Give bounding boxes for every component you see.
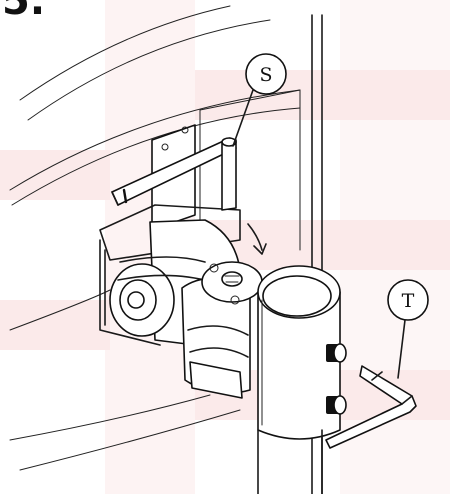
- hinge-body: [109, 219, 263, 399]
- callout-t-label: T: [402, 290, 415, 312]
- hinge-lever: [111, 137, 237, 211]
- adjustment-screws: [326, 343, 347, 415]
- post-column: [257, 265, 341, 494]
- hex-key-tool: [325, 365, 417, 449]
- callout-s: S: [232, 53, 287, 147]
- step-number: 5.: [2, 0, 45, 24]
- callout-t: T: [387, 279, 429, 379]
- callout-s-label: S: [259, 64, 272, 86]
